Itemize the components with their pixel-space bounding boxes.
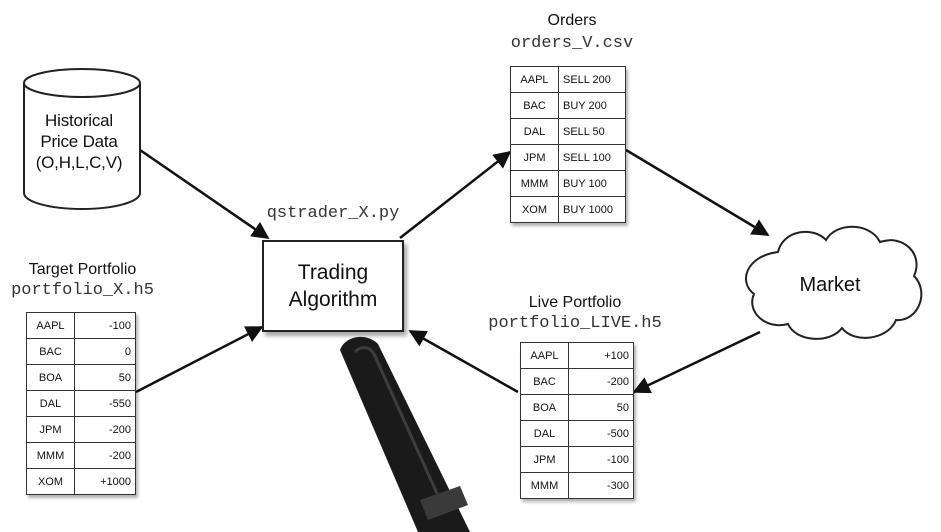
live-symbol: AAPL — [520, 342, 569, 369]
live-symbol: MMM — [520, 472, 569, 499]
historical-line-1: Historical — [45, 111, 113, 130]
table-row: JPM-100 — [520, 446, 634, 473]
orders-symbol: BAC — [510, 92, 559, 119]
market-label: Market — [799, 274, 861, 296]
table-row: DAL-550 — [26, 390, 136, 417]
arrow-live-to-algorithm — [408, 329, 519, 394]
historical-line-2: Price Data — [40, 132, 118, 151]
table-row: MMM-300 — [520, 472, 634, 499]
target-quantity: -100 — [74, 312, 136, 339]
market-cloud-icon — [745, 225, 923, 340]
orders-title: Orders — [547, 12, 597, 29]
target-symbol: XOM — [26, 468, 75, 495]
algorithm-line-2: Algorithm — [288, 288, 378, 311]
live-portfolio-title: Live Portfolio — [528, 294, 622, 311]
target-quantity: +1000 — [74, 468, 136, 495]
database-cylinder-icon — [23, 68, 141, 210]
live-portfolio-filename: portfolio_LIVE.h5 — [488, 314, 662, 333]
target-portfolio-filename: portfolio_X.h5 — [11, 281, 154, 300]
target-quantity: -550 — [74, 390, 136, 417]
table-row: AAPL+100 — [520, 342, 634, 369]
orders-action: BUY 1000 — [558, 196, 626, 223]
target-quantity: 0 — [74, 338, 136, 365]
target-symbol: AAPL — [26, 312, 75, 339]
arrow-orders-to-market — [625, 148, 770, 237]
table-row: DAL-500 — [520, 420, 634, 447]
table-row: AAPL-100 — [26, 312, 136, 339]
table-row: BAC-200 — [520, 368, 634, 395]
orders-symbol: MMM — [510, 170, 559, 197]
table-row: XOM+1000 — [26, 468, 136, 495]
live-quantity: 50 — [568, 394, 634, 421]
live-quantity: -200 — [568, 368, 634, 395]
table-row: MMM-200 — [26, 442, 136, 469]
trading-algorithm-box: Trading Algorithm — [262, 240, 404, 332]
orders-action: SELL 100 — [558, 144, 626, 171]
orders-filename: orders_V.csv — [510, 34, 634, 53]
target-symbol: MMM — [26, 442, 75, 469]
live-quantity: +100 — [568, 342, 634, 369]
live-symbol: BAC — [520, 368, 569, 395]
orders-action: BUY 200 — [558, 92, 626, 119]
algorithm-script-filename: qstrader_X.py — [266, 204, 400, 223]
live-symbol: JPM — [520, 446, 569, 473]
live-symbol: DAL — [520, 420, 569, 447]
arrow-historical-to-algorithm — [139, 148, 270, 240]
target-quantity: -200 — [74, 416, 136, 443]
target-portfolio-title: Target Portfolio — [28, 261, 137, 278]
arrow-market-to-live — [632, 330, 761, 394]
historical-price-data-label: Historical Price Data (O,H,L,C,V) — [20, 110, 138, 173]
table-row: JPM-200 — [26, 416, 136, 443]
arrow-algorithm-to-orders — [399, 150, 512, 239]
live-quantity: -100 — [568, 446, 634, 473]
live-quantity: -300 — [568, 472, 634, 499]
arrow-target-to-algorithm — [135, 325, 264, 394]
algorithm-line-1: Trading — [297, 261, 369, 284]
historical-line-3: (O,H,L,C,V) — [35, 153, 123, 172]
live-quantity: -500 — [568, 420, 634, 447]
orders-action: SELL 200 — [558, 66, 626, 93]
orders-action: SELL 50 — [558, 118, 626, 145]
orders-symbol: AAPL — [510, 66, 559, 93]
